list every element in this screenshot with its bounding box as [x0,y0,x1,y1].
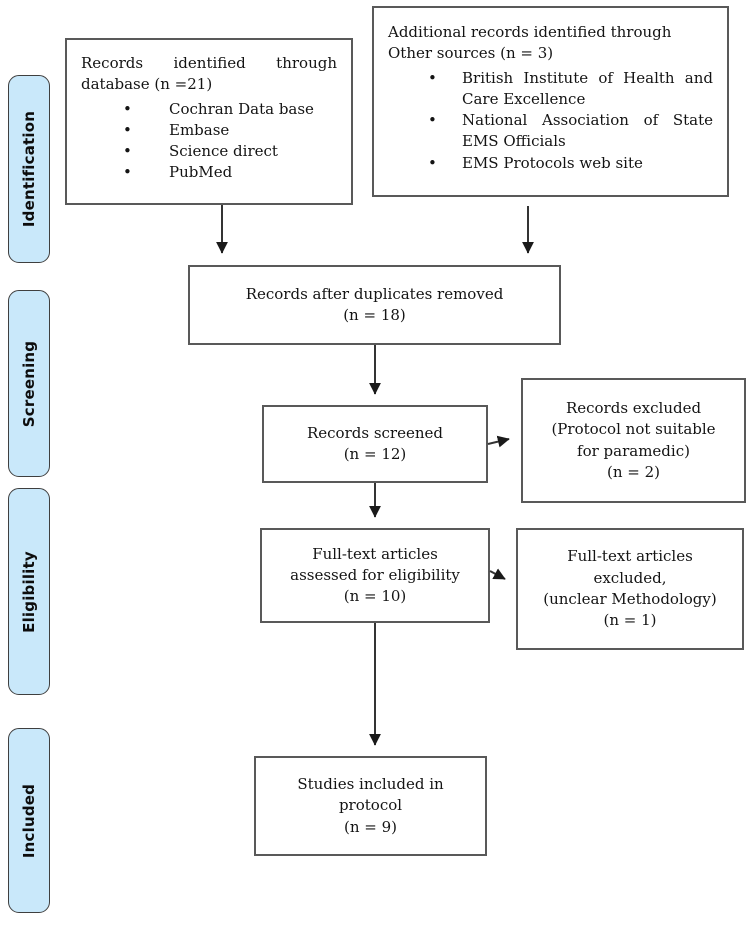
box-records-after-duplicates-removed: Records after duplicates removed (n = 18… [188,265,561,345]
stage-label-screening: Screening [8,290,50,477]
box-database-title-line1: Records identified through [81,54,337,72]
arrow-screened-to-excluded [487,435,510,448]
box-other-source-list: British Institute of Health and Care Exc… [388,68,713,175]
box-fulltext-assessed: Full-text articles assessed for eligibil… [260,528,490,623]
box-additional-records-other-sources: Additional records identified through Ot… [372,6,729,197]
box-database-title-line2: database (n =21) [81,75,213,94]
stage-label-identification-text: Identification [20,110,39,228]
list-item: National Association of State EMS Offici… [428,110,713,153]
list-item: PubMed [123,162,337,184]
box-records-identified-database: Records identified through database (n =… [65,38,353,205]
box-fulltext-excluded: Full-text articles excluded, (unclear Me… [516,528,744,650]
box-screened-text: Records screened (n = 12) [306,423,443,463]
box-other-title-line1: Additional records identified through [388,23,672,41]
stage-label-eligibility: Eligibility [8,488,50,695]
box-records-screened: Records screened (n = 12) [262,405,488,483]
box-fulltext-text: Full-text articles assessed for eligibil… [290,544,460,606]
stage-label-screening-text: Screening [20,340,39,427]
box-database-source-list: Cochran Data base Embase Science direct … [81,99,337,184]
list-item: Science direct [123,141,337,163]
list-item: Embase [123,120,337,142]
stage-label-eligibility-text: Eligibility [20,550,39,633]
list-item: EMS Protocols web site [428,153,713,175]
box-records-excluded: Records excluded (Protocol not suitable … [521,378,746,503]
box-included-text: Studies included in protocol (n = 9) [297,775,444,836]
list-item: British Institute of Health and Care Exc… [428,68,713,111]
arrow-fulltext-to-excluded [489,568,506,580]
box-other-title-line2: Other sources (n = 3) [388,44,554,63]
list-item: Cochran Data base [123,99,337,121]
box-duplicates-text: Records after duplicates removed (n = 18… [245,284,504,324]
stage-label-included-text: Included [20,783,39,858]
box-excluded2-text: Full-text articles excluded, (unclear Me… [543,547,717,630]
stage-label-identification: Identification [8,75,50,263]
box-excluded1-text: Records excluded (Protocol not suitable … [551,398,716,481]
stage-label-included: Included [8,728,50,913]
box-studies-included: Studies included in protocol (n = 9) [254,756,487,856]
